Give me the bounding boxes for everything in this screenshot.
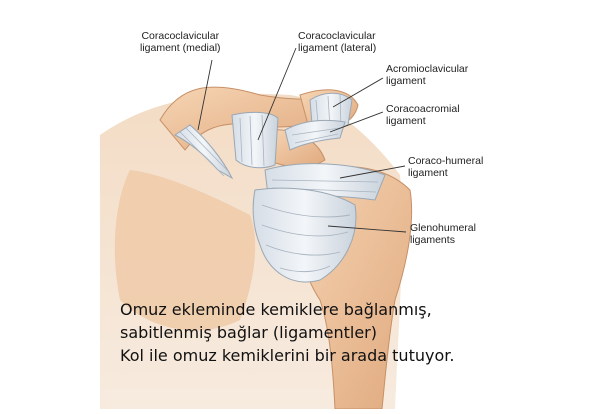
caption-line: Kol ile omuz kemiklerini bir arada tutuy…	[120, 346, 455, 365]
label-line: Glenohumeral	[410, 222, 476, 234]
scapula	[114, 170, 256, 331]
label-glenohumeral: Glenohumeral ligaments	[410, 222, 476, 246]
label-acromioclavicular: Acromioclavicular ligament	[386, 63, 468, 87]
leader-lines	[197, 47, 407, 233]
label-cc-lateral: Coracoclavicular ligament (lateral)	[298, 30, 376, 54]
cc-lateral-ligament	[231, 111, 279, 169]
label-coracohumeral: Coraco-humeral ligament	[408, 155, 483, 179]
caption: Omuz ekleminde kemiklere bağlanmış, sabi…	[120, 298, 454, 367]
glenohumeral-ligaments	[252, 187, 357, 283]
cc-medial-ligament	[174, 124, 234, 180]
caption-line: sabitlenmiş bağlar (ligamentler)	[120, 323, 377, 342]
label-line: ligaments	[410, 234, 455, 246]
label-line: Coraco-humeral	[408, 155, 484, 167]
label-line: Acromioclavicular	[386, 63, 469, 75]
label-cc-medial: Coracoclavicular ligament (medial)	[140, 30, 221, 54]
label-line: ligament	[386, 115, 426, 127]
coracoacromial-ligament	[284, 119, 346, 151]
label-line: ligament	[386, 75, 426, 87]
label-line: Coracoacromial	[386, 103, 460, 115]
label-line: Coracoclavicular	[298, 30, 376, 42]
label-line: ligament (medial)	[140, 42, 221, 54]
caption-line: Omuz ekleminde kemiklere bağlanmış,	[120, 300, 432, 319]
label-line: ligament	[408, 167, 448, 179]
label-line: Coracoclavicular	[141, 30, 220, 42]
label-coracoacromial: Coracoacromial ligament	[386, 103, 460, 127]
label-line: ligament (lateral)	[298, 42, 377, 54]
